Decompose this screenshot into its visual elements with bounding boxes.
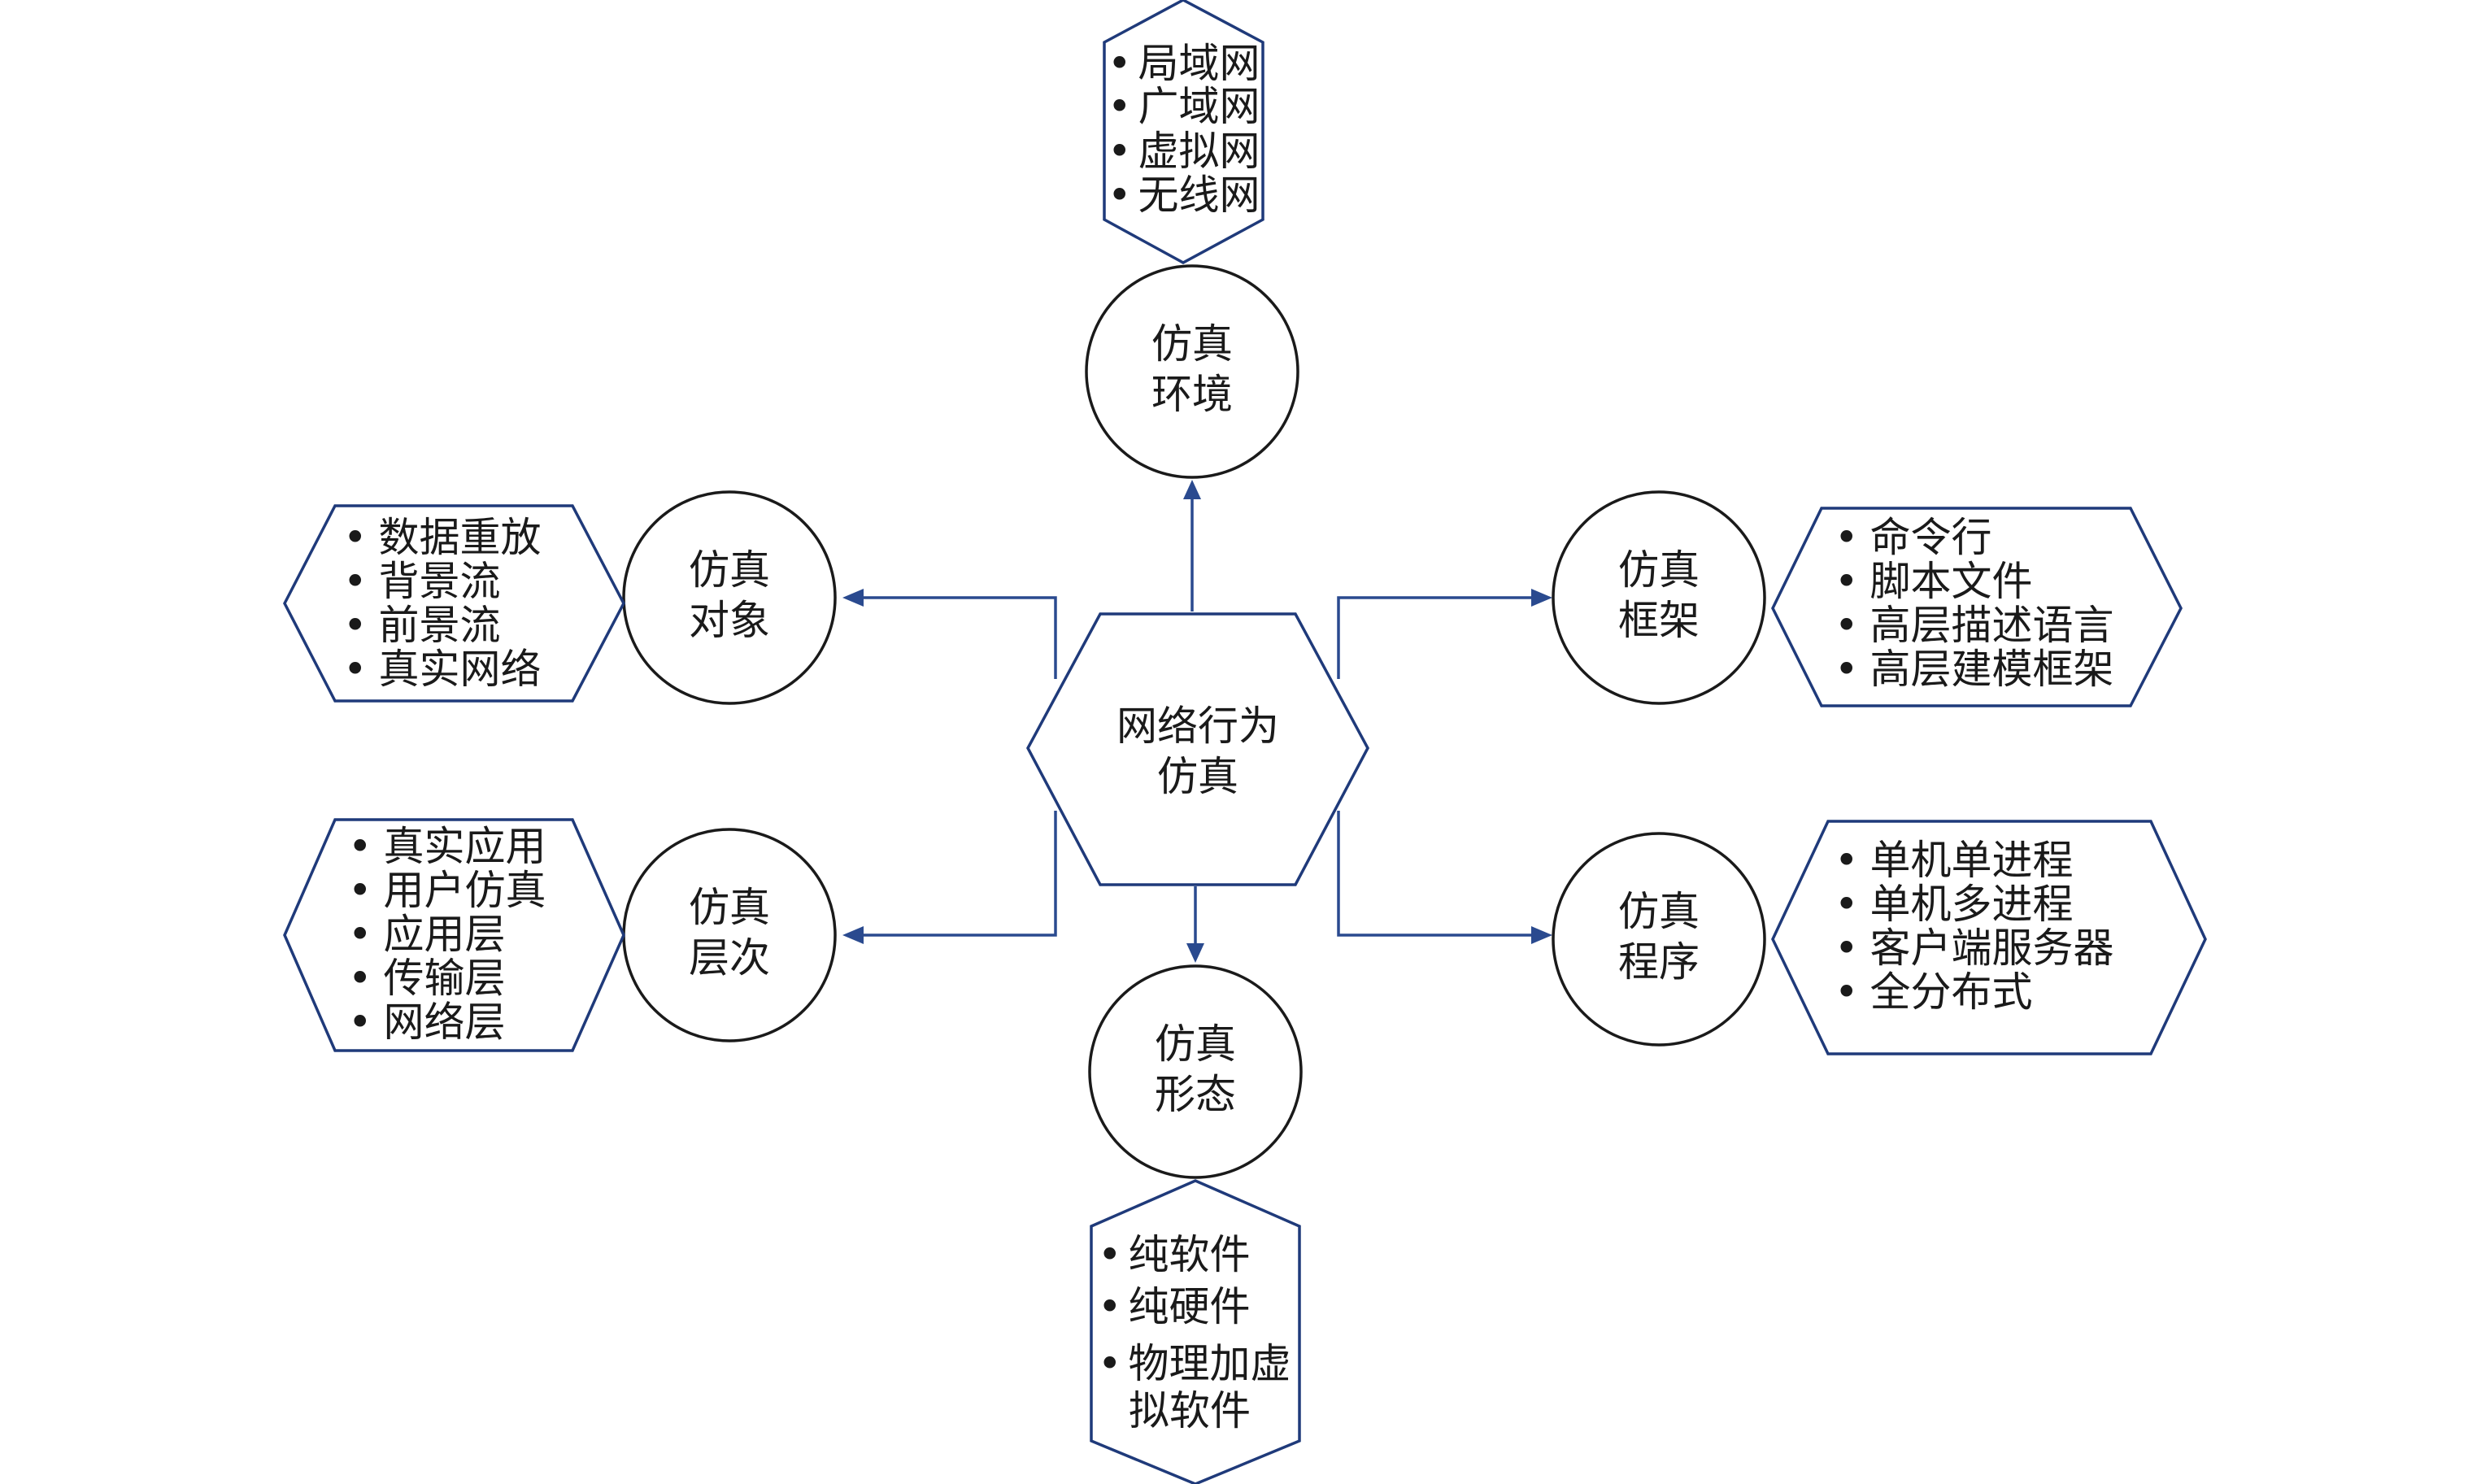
program-node-circle	[1552, 832, 1766, 1047]
list-item: •客户端服务器	[1835, 925, 2114, 972]
list-item: •背景流	[343, 558, 501, 605]
list-item: •前景流	[343, 602, 501, 649]
form-items-hexagon	[1090, 1179, 1301, 1484]
object-node-circle	[622, 490, 837, 705]
form-items-list: •纯软件 •纯硬件 •物理加虚 拟软件	[1098, 1231, 1291, 1434]
list-item-continuation: 拟软件	[1129, 1387, 1251, 1434]
list-item: •高层描述语言	[1835, 602, 2114, 649]
arrow-to-object	[842, 589, 864, 607]
arrow-to-form	[1186, 943, 1204, 963]
list-item: •全分布式	[1835, 968, 2033, 1016]
form-node-line-2: 形态	[1155, 1071, 1236, 1118]
object-items-hexagon	[283, 504, 625, 703]
branch-framework: 仿真 框架 •命令行 •脚本文件 •高层描述语言 •高层建模框架	[1552, 490, 2183, 707]
list-item: •单机单进程	[1835, 837, 2074, 884]
level-node-line-2: 层次	[689, 934, 770, 981]
object-node-line-2: 对象	[689, 597, 770, 644]
edge-center-to-object	[862, 596, 1057, 679]
branch-form: 仿真 形态 •纯软件 •纯硬件 •物理加虚 拟软件	[1088, 964, 1303, 1484]
environment-node-line-2: 环境	[1151, 371, 1233, 418]
list-item: •真实网络	[343, 646, 542, 693]
program-node-line-2: 程序	[1618, 938, 1700, 986]
edge-center-to-program	[1337, 811, 1533, 937]
branch-environment: 仿真 环境 •局域网 •广域网 •虚拟网 •无线网	[1085, 0, 1299, 479]
edge-center-to-framework	[1337, 596, 1533, 679]
list-item: •命令行	[1835, 514, 1992, 561]
list-item: •脚本文件	[1835, 558, 2033, 605]
center-label-line-2: 仿真	[1157, 753, 1238, 800]
arrow-to-program	[1531, 926, 1552, 944]
environment-node-circle	[1085, 264, 1299, 479]
center-hexagon	[1026, 612, 1369, 886]
list-item: •传输层	[348, 955, 506, 1002]
edge-center-to-level	[862, 811, 1057, 937]
center-node: 网络行为 仿真	[1026, 612, 1369, 886]
arrow-to-level	[842, 926, 864, 944]
list-item: •单机多进程	[1835, 881, 2074, 928]
branch-level: 仿真 层次 •真实应用 •用户仿真 •应用层 •传输层 •网络层	[283, 818, 837, 1052]
framework-node-circle	[1552, 490, 1766, 705]
object-node-line-1: 仿真	[689, 546, 770, 594]
arrow-to-framework	[1531, 589, 1552, 607]
program-node-line-1: 仿真	[1618, 888, 1700, 935]
list-item: •虚拟网	[1108, 128, 1260, 175]
level-node-line-1: 仿真	[689, 884, 770, 931]
connectors	[842, 480, 1552, 963]
arrow-to-environment	[1183, 480, 1201, 499]
framework-items-hexagon	[1771, 507, 2183, 707]
level-items-hexagon	[283, 818, 625, 1052]
form-node-circle	[1088, 964, 1303, 1179]
framework-node-line-2: 框架	[1618, 597, 1700, 644]
list-item: •数据重放	[343, 514, 542, 561]
center-label-line-1: 网络行为	[1116, 703, 1279, 750]
list-item: •广域网	[1108, 83, 1260, 130]
framework-node-line-1: 仿真	[1618, 546, 1700, 594]
list-item: •高层建模框架	[1835, 646, 2114, 693]
environment-items-hexagon	[1103, 0, 1264, 264]
environment-items-list: •局域网 •广域网 •虚拟网 •无线网	[1108, 40, 1260, 219]
list-item: •无线网	[1108, 172, 1260, 219]
level-items-list: •真实应用 •用户仿真 •应用层 •传输层 •网络层	[348, 823, 546, 1046]
list-item: •应用层	[348, 911, 506, 958]
program-items-hexagon	[1771, 820, 2207, 1055]
environment-node-line-1: 仿真	[1151, 320, 1233, 368]
branch-program: 仿真 程序 •单机单进程 •单机多进程 •客户端服务器 •全分布式	[1552, 820, 2207, 1055]
list-item: •局域网	[1108, 40, 1260, 87]
branch-object: 仿真 对象 •数据重放 •背景流 •前景流 •真实网络	[283, 490, 837, 705]
program-items-list: •单机单进程 •单机多进程 •客户端服务器 •全分布式	[1835, 837, 2114, 1016]
form-node-line-1: 仿真	[1155, 1021, 1236, 1068]
object-items-list: •数据重放 •背景流 •前景流 •真实网络	[343, 514, 542, 693]
list-item: •网络层	[348, 999, 506, 1046]
list-item: •用户仿真	[348, 867, 546, 914]
list-item: •物理加虚	[1098, 1340, 1291, 1387]
framework-items-list: •命令行 •脚本文件 •高层描述语言 •高层建模框架	[1835, 514, 2114, 693]
list-item: •纯硬件	[1098, 1283, 1251, 1330]
list-item: •纯软件	[1098, 1231, 1251, 1278]
list-item: •真实应用	[348, 823, 546, 870]
